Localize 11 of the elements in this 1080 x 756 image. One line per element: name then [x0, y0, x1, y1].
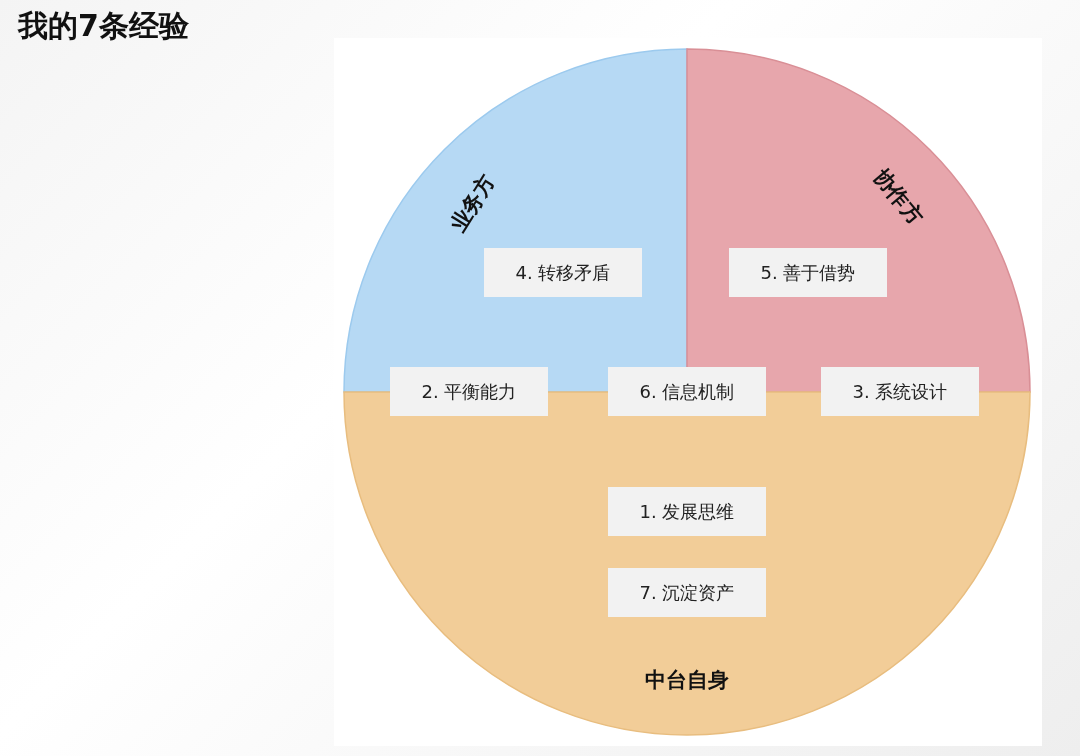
sector-label: 业务方 [444, 168, 500, 238]
item-label: 5. 善于借势 [729, 248, 887, 297]
title: 我的7条经验 [18, 7, 189, 45]
item-label: 1. 发展思维 [608, 487, 766, 536]
sector-label: 协作方 [867, 164, 929, 231]
item-label: 2. 平衡能力 [390, 367, 548, 416]
item-label: 4. 转移矛盾 [484, 248, 642, 297]
item-label: 7. 沉淀资产 [608, 568, 766, 617]
sector-label: 中台自身 [645, 667, 729, 694]
item-label: 3. 系统设计 [821, 367, 979, 416]
item-label: 6. 信息机制 [608, 367, 766, 416]
